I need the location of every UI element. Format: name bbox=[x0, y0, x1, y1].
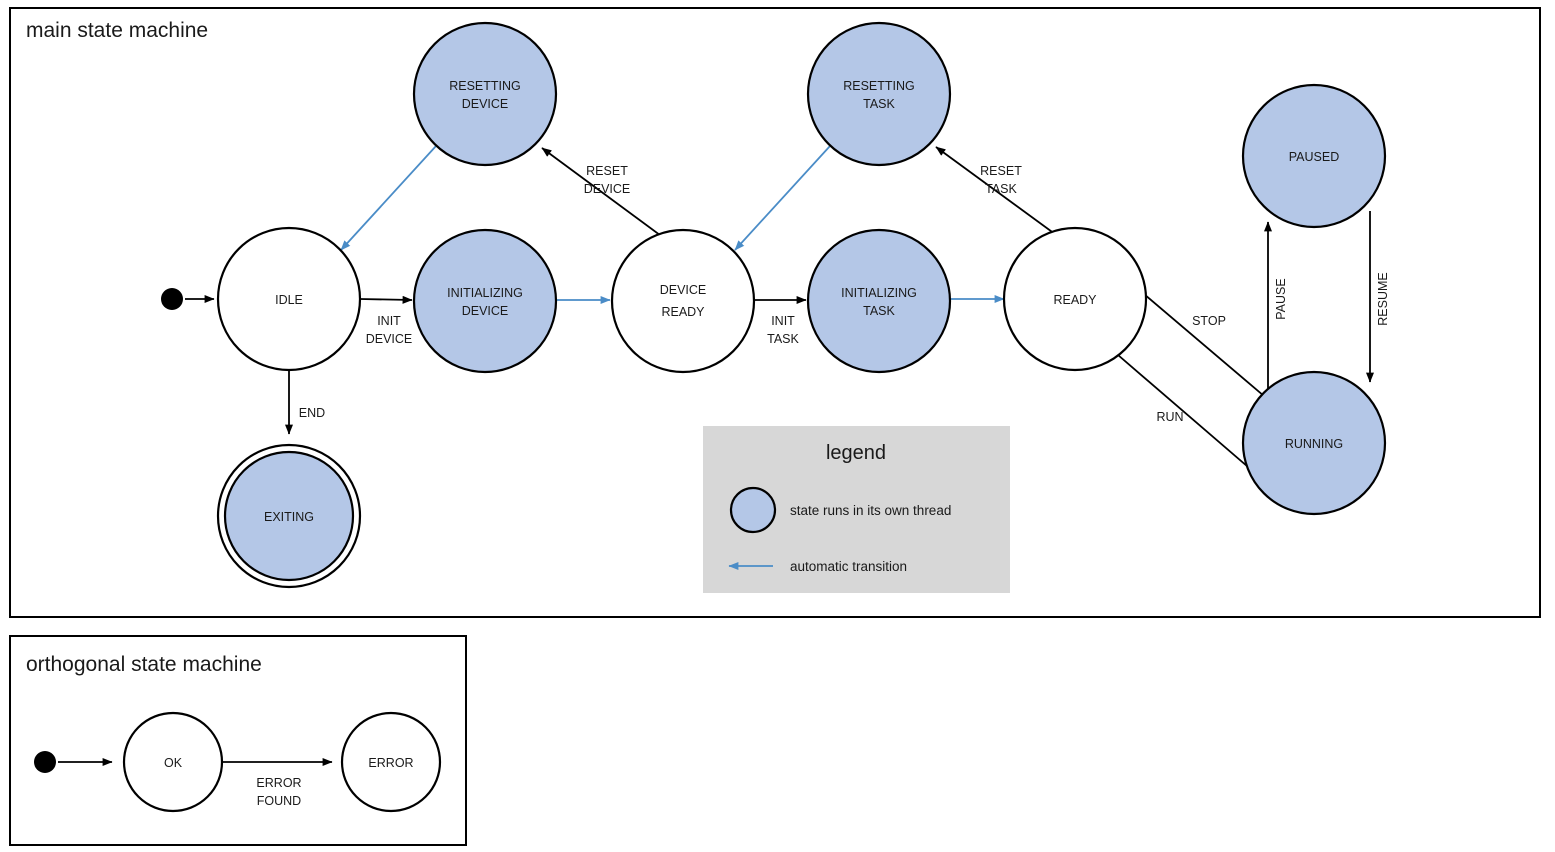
transition-label-error-found-line2: FOUND bbox=[257, 794, 301, 808]
state-error-circle[interactable] bbox=[340, 711, 442, 813]
transition-label-reset-device-line2: DEVICE bbox=[584, 182, 631, 196]
main-transitions-layer bbox=[185, 145, 1374, 480]
transition-label-resume: RESUME bbox=[1376, 272, 1390, 325]
transition-label-end: END bbox=[299, 406, 325, 420]
transition-label-init-device-line1: INIT bbox=[377, 314, 401, 328]
start-node-orthogonal bbox=[34, 751, 56, 773]
state-exiting-circle[interactable] bbox=[223, 450, 355, 582]
state-exiting-label: EXITING bbox=[264, 510, 314, 524]
start-node-main bbox=[161, 288, 183, 310]
state-exiting-outer-circle bbox=[216, 443, 362, 589]
legend-item-auto-label: automatic transition bbox=[790, 559, 907, 574]
state-resetting-device-label-line2: DEVICE bbox=[462, 97, 509, 111]
state-initializing-task-label-line1: INITIALIZING bbox=[841, 286, 917, 300]
orthogonal-states-layer: OK ERROR bbox=[34, 711, 442, 813]
state-ready[interactable]: READY bbox=[1002, 226, 1148, 372]
state-error[interactable]: ERROR bbox=[340, 711, 442, 813]
transition-label-error-found-line1: ERROR bbox=[256, 776, 301, 790]
transition-resetting-device-idle bbox=[340, 145, 437, 251]
state-idle-label: IDLE bbox=[275, 293, 303, 307]
transition-label-init-task-line1: INIT bbox=[771, 314, 795, 328]
transition-idle-init-device bbox=[359, 295, 413, 304]
state-device-ready[interactable]: DEVICE READY bbox=[610, 228, 756, 374]
main-transition-labels-layer: INIT DEVICE RESET DEVICE INIT TASK RESET… bbox=[299, 164, 1390, 424]
blue-circle-icon bbox=[729, 486, 777, 534]
state-initializing-device-label-line2: DEVICE bbox=[462, 304, 509, 318]
state-ok[interactable]: OK bbox=[122, 711, 224, 813]
state-idle-circle[interactable] bbox=[216, 226, 362, 372]
state-initializing-device-label-line1: INITIALIZING bbox=[447, 286, 523, 300]
legend: legend state runs in its own thread auto… bbox=[703, 426, 1010, 593]
state-running-label: RUNNING bbox=[1285, 437, 1343, 451]
state-paused-circle[interactable] bbox=[1241, 83, 1387, 229]
state-ok-circle[interactable] bbox=[122, 711, 224, 813]
main-states-layer: IDLE RESETTING DEVICE INITIALIZING DEVIC… bbox=[161, 21, 1387, 589]
state-idle[interactable]: IDLE bbox=[216, 226, 362, 372]
state-initializing-task-circle[interactable] bbox=[806, 228, 952, 374]
transition-label-reset-task-line2: TASK bbox=[985, 182, 1017, 196]
state-running[interactable]: RUNNING bbox=[1241, 370, 1387, 516]
orthogonal-transition-labels-layer: ERROR FOUND bbox=[256, 776, 301, 808]
state-resetting-task-label-line1: RESETTING bbox=[843, 79, 915, 93]
state-resetting-device-label-line1: RESETTING bbox=[449, 79, 521, 93]
state-running-circle[interactable] bbox=[1241, 370, 1387, 516]
state-exiting[interactable]: EXITING bbox=[216, 443, 362, 589]
state-resetting-task[interactable]: RESETTING TASK bbox=[806, 21, 952, 167]
transition-ready-running bbox=[1117, 354, 1263, 480]
state-ready-circle[interactable] bbox=[1002, 226, 1148, 372]
state-error-label: ERROR bbox=[368, 756, 413, 770]
state-initializing-task[interactable]: INITIALIZING TASK bbox=[806, 228, 952, 374]
state-resetting-device-circle[interactable] bbox=[412, 21, 558, 167]
transition-label-run: RUN bbox=[1156, 410, 1183, 424]
main-frame-title: main state machine bbox=[26, 19, 208, 42]
state-device-ready-label-line1: DEVICE bbox=[660, 283, 707, 297]
state-ok-label: OK bbox=[164, 756, 183, 770]
transition-label-pause: PAUSE bbox=[1274, 278, 1288, 319]
transition-label-init-device-line2: DEVICE bbox=[366, 332, 413, 346]
state-initializing-task-label-line2: TASK bbox=[863, 304, 895, 318]
transition-resetting-task-device-ready bbox=[734, 145, 831, 251]
state-device-ready-circle[interactable] bbox=[610, 228, 756, 374]
legend-title: legend bbox=[826, 442, 886, 464]
transition-label-init-task-line2: TASK bbox=[767, 332, 799, 346]
state-ready-label: READY bbox=[1053, 293, 1097, 307]
state-resetting-device[interactable]: RESETTING DEVICE bbox=[412, 21, 558, 167]
transition-label-reset-task-line1: RESET bbox=[980, 164, 1022, 178]
state-paused[interactable]: PAUSED bbox=[1241, 83, 1387, 229]
state-initializing-device[interactable]: INITIALIZING DEVICE bbox=[412, 228, 558, 374]
state-resetting-task-label-line2: TASK bbox=[863, 97, 895, 111]
orthogonal-frame-title: orthogonal state machine bbox=[26, 653, 262, 676]
transition-label-reset-device-line1: RESET bbox=[586, 164, 628, 178]
state-initializing-device-circle[interactable] bbox=[412, 228, 558, 374]
state-paused-label: PAUSED bbox=[1289, 150, 1339, 164]
state-resetting-task-circle[interactable] bbox=[806, 21, 952, 167]
legend-item-thread-label: state runs in its own thread bbox=[790, 503, 951, 518]
transition-label-stop: STOP bbox=[1192, 314, 1226, 328]
state-device-ready-label-line2: READY bbox=[661, 305, 705, 319]
